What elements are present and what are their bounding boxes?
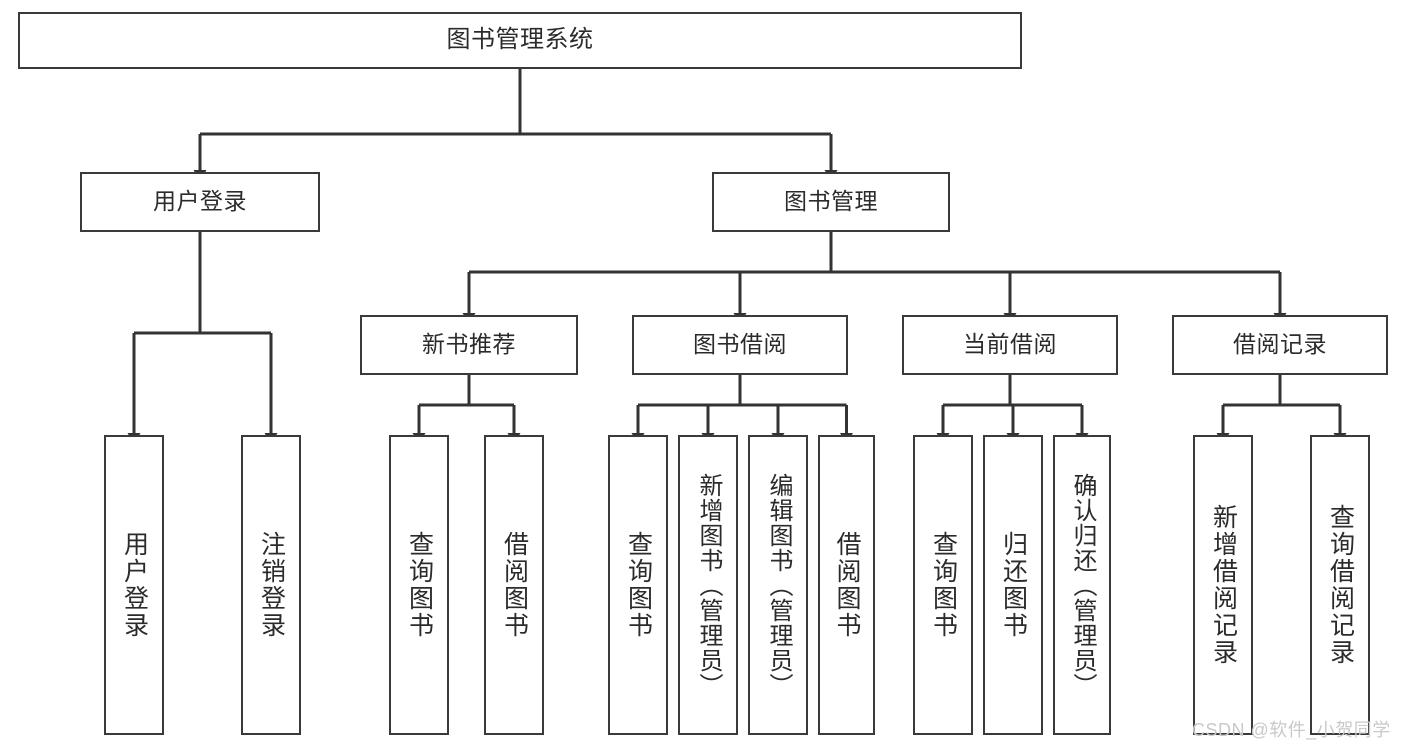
node-label: 注销登录: [257, 531, 286, 639]
node-leaf-nb-borrow[interactable]: 借阅图书: [484, 435, 544, 735]
node-label: 图书借阅: [693, 331, 787, 358]
node-leaf-bw-edit[interactable]: 编辑图书（管理员）: [748, 435, 808, 735]
node-label: 借阅图书: [500, 531, 529, 639]
node-label: 查询图书: [624, 531, 653, 639]
node-leaf-cur-query[interactable]: 查询图书: [913, 435, 973, 735]
node-borrow[interactable]: 图书借阅: [632, 315, 848, 375]
node-label: 查询借阅记录: [1326, 504, 1355, 666]
node-label: 用户登录: [120, 531, 149, 639]
node-label: 新增图书（管理员）: [695, 472, 722, 698]
node-label: 确认归还（管理员）: [1069, 472, 1096, 698]
node-leaf-rec-query[interactable]: 查询借阅记录: [1310, 435, 1370, 735]
node-leaf-rec-add[interactable]: 新增借阅记录: [1193, 435, 1253, 735]
node-label: 借阅图书: [833, 531, 861, 639]
node-current[interactable]: 当前借阅: [902, 315, 1118, 375]
node-leaf-cur-confirm[interactable]: 确认归还（管理员）: [1053, 435, 1111, 735]
node-label: 查询图书: [405, 531, 434, 639]
node-label: 图书管理系统: [446, 26, 594, 54]
node-label: 归还图书: [999, 531, 1028, 639]
node-leaf-user-login[interactable]: 用户登录: [104, 435, 164, 735]
node-label: 借阅记录: [1233, 331, 1327, 358]
node-leaf-bw-add[interactable]: 新增图书（管理员）: [678, 435, 738, 735]
node-records[interactable]: 借阅记录: [1172, 315, 1388, 375]
node-login[interactable]: 用户登录: [80, 172, 320, 232]
watermark-label: CSDN @软件_小贺同学: [1192, 720, 1391, 740]
node-leaf-bw-query[interactable]: 查询图书: [608, 435, 668, 735]
node-label: 编辑图书（管理员）: [765, 472, 792, 698]
node-root[interactable]: 图书管理系统: [18, 12, 1022, 69]
node-newbook[interactable]: 新书推荐: [360, 315, 578, 375]
node-label: 用户登录: [153, 188, 247, 215]
node-label: 新增借阅记录: [1209, 504, 1238, 666]
node-leaf-user-logout[interactable]: 注销登录: [241, 435, 301, 735]
node-label: 查询图书: [929, 531, 958, 639]
node-leaf-cur-return[interactable]: 归还图书: [983, 435, 1043, 735]
node-bookmgmt[interactable]: 图书管理: [712, 172, 950, 232]
node-label: 图书管理: [784, 188, 878, 215]
edges: [127, 69, 1347, 444]
node-leaf-bw-borrow[interactable]: 借阅图书: [818, 435, 875, 735]
node-leaf-nb-query[interactable]: 查询图书: [389, 435, 449, 735]
node-label: 当前借阅: [963, 331, 1057, 358]
node-label: 新书推荐: [422, 331, 516, 358]
